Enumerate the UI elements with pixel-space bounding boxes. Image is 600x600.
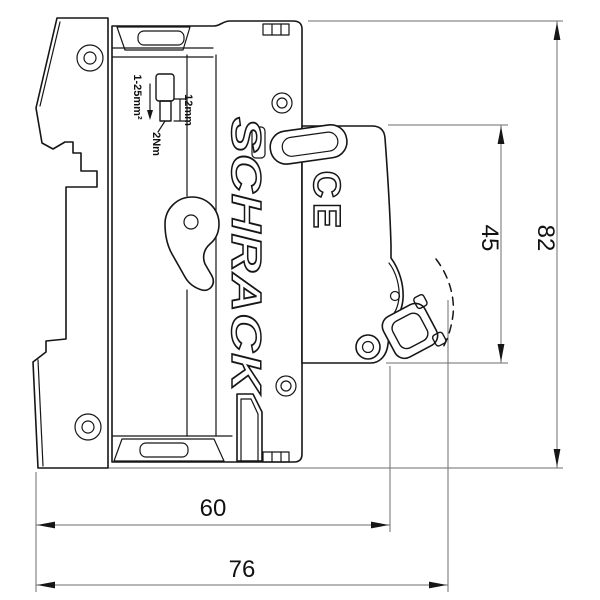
pivot-hole (183, 214, 199, 230)
breaker-front-section (301, 125, 404, 364)
extension-lines (35, 20, 563, 592)
dim-label-total-height: 82 (532, 225, 559, 252)
torque-leader (157, 120, 166, 133)
bottom-terminal-tab (236, 393, 263, 462)
bottom-ribs (262, 451, 290, 463)
top-ribs (262, 23, 290, 36)
toggle-lever (381, 294, 447, 360)
ce-mark: CE (305, 171, 347, 234)
front-handle-cutout (269, 123, 348, 165)
pivot-boss (164, 196, 220, 292)
arrow-82-bottom (553, 449, 561, 467)
dim-label-total-depth: 76 (229, 556, 256, 583)
arrow-45-top (497, 126, 505, 144)
breaker-rear-body (111, 20, 303, 463)
wire-range-label: 1-25mm² (131, 74, 143, 120)
dim-label-body-depth: 60 (200, 495, 227, 522)
brand-logo: SCHRACK (223, 117, 270, 395)
strip-length-label: 12mm (182, 94, 194, 126)
arrow-82-top (553, 22, 561, 40)
dim-label-front-height: 45 (476, 225, 503, 252)
front-detail-rect (251, 126, 266, 159)
bottom-clip-slider (139, 442, 189, 458)
toggle-travel-arc (435, 258, 455, 350)
top-clip-slider (137, 30, 185, 46)
arrow-76-right (429, 581, 447, 589)
torque-label: 2Nm (150, 132, 162, 156)
terminal-detail: 1-25mm² 12mm 2Nm (131, 73, 194, 156)
arrow-76-left (37, 581, 55, 589)
strip-gauge (173, 98, 188, 122)
rivets (74, 44, 381, 441)
arrow-60-left (37, 521, 55, 529)
arrow-45-bottom (497, 344, 505, 362)
din-rail-plate (32, 17, 109, 469)
toggle-pivot-pin (389, 290, 401, 302)
dimension-lines (36, 21, 561, 589)
arrow-60-right (371, 521, 389, 529)
